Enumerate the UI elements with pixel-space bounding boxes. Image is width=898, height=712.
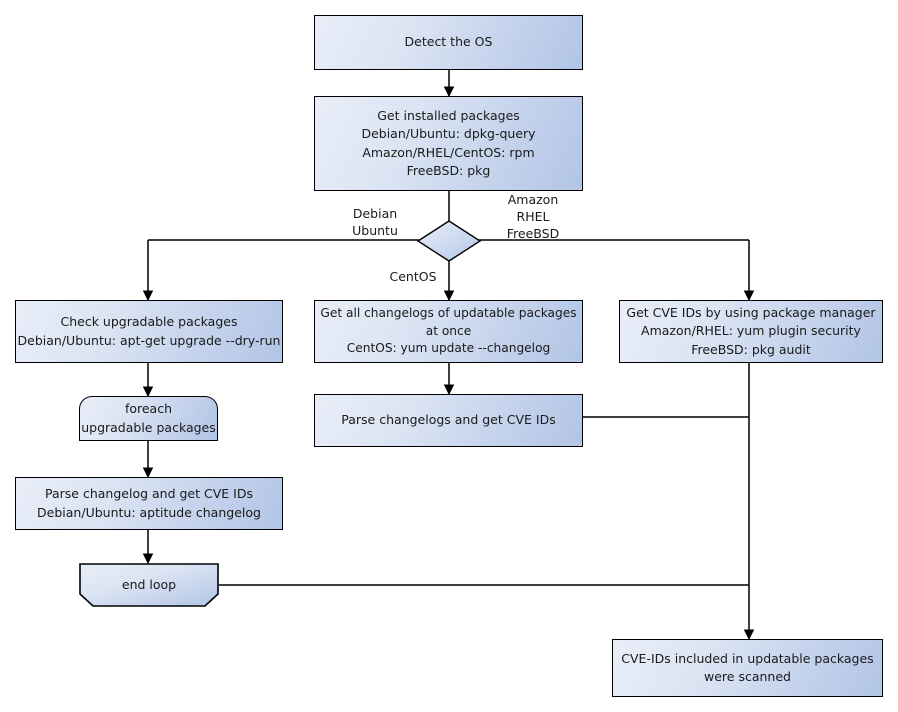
- end-loop-label: end loop: [121, 576, 177, 592]
- edge-label-amazon-rhel-freebsd: Amazon RHEL FreeBSD: [506, 192, 560, 241]
- node-foreach-upgradable-packages[interactable]: foreach upgradable packages: [79, 396, 218, 441]
- node-parse-changelogs-multi[interactable]: Parse changelogs and get CVE IDs: [314, 394, 583, 447]
- node-scan-complete[interactable]: CVE-IDs included in updatable packages w…: [612, 639, 883, 697]
- node-get-installed-packages[interactable]: Get installed packages Debian/Ubuntu: dp…: [314, 96, 583, 191]
- edge-label-centos: CentOS: [389, 269, 437, 284]
- node-get-cve-ids-package-manager[interactable]: Get CVE IDs by using package manager Ama…: [619, 300, 883, 363]
- node-os-decision[interactable]: [415, 218, 483, 264]
- node-detect-os[interactable]: Detect the OS: [314, 15, 583, 70]
- edge-label-debian-ubuntu: Debian Ubuntu: [352, 206, 398, 238]
- node-end-loop[interactable]: end loop: [79, 563, 219, 607]
- node-check-upgradable-packages[interactable]: Check upgradable packages Debian/Ubuntu:…: [15, 300, 283, 363]
- diamond-shape: [416, 220, 482, 262]
- node-parse-changelog-single[interactable]: Parse changelog and get CVE IDs Debian/U…: [15, 477, 283, 530]
- loop-end-shape: [79, 563, 219, 607]
- node-get-all-changelogs[interactable]: Get all changelogs of updatable packages…: [314, 300, 583, 363]
